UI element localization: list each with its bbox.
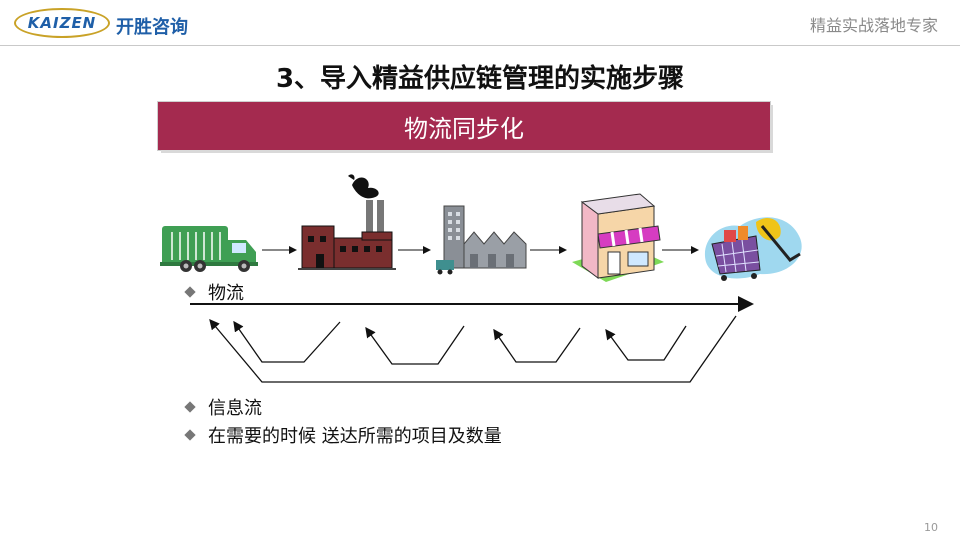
bullet-jit-delivery: 在需要的时候 送达所需的项目及数量 [184, 422, 502, 448]
banner-label: 物流同步化 [404, 114, 524, 143]
section-banner: 物流同步化 [158, 102, 770, 150]
page-number: 10 [924, 521, 938, 534]
information-flow-arrows [209, 315, 737, 383]
store-icon [572, 193, 664, 282]
bullet-diamond-icon [184, 401, 196, 413]
garbage-truck-icon [160, 226, 258, 272]
bullet-diamond-icon [184, 429, 196, 441]
bullet-text: 物流 [208, 283, 244, 304]
logo-chinese-name: 开胜咨询 [116, 17, 188, 38]
bullet-diamond-icon [184, 286, 196, 298]
warehouse-icon [436, 205, 527, 275]
company-logo: KAIZEN 开胜咨询 [14, 6, 204, 42]
header-tagline: 精益实战落地专家 [809, 16, 938, 35]
bullet-text: 在需要的时候 送达所需的项目及数量 [208, 426, 502, 447]
bullet-information-flow: 信息流 [184, 394, 262, 420]
logo-text: KAIZEN [27, 14, 97, 32]
shopping-cart-icon [704, 217, 802, 281]
header-divider [0, 45, 960, 46]
bullet-text: 信息流 [208, 398, 262, 419]
logo-oval: KAIZEN [14, 8, 110, 38]
slide-title: 3、导入精益供应链管理的实施步骤 [275, 64, 685, 94]
factory-icon [298, 174, 396, 270]
bullet-material-flow: 物流 [184, 279, 244, 305]
